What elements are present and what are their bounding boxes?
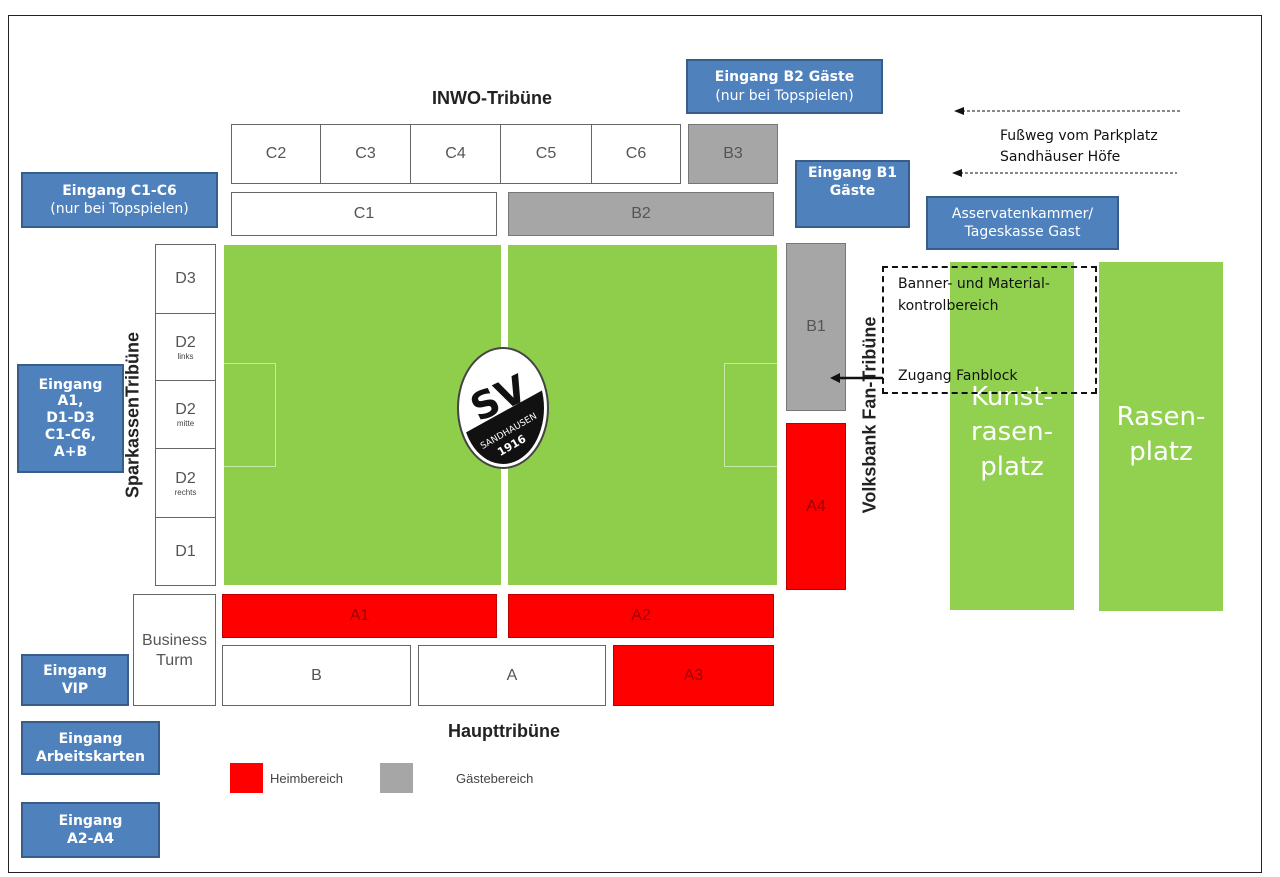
- block-a[interactable]: A: [418, 645, 606, 706]
- block-label: D2: [175, 401, 196, 418]
- field-label: platz: [980, 452, 1044, 483]
- entrance-label: Asservatenkammer/: [951, 205, 1094, 222]
- entrance-label: A2-A4: [67, 831, 114, 847]
- entrance-label: Eingang B2 Gäste: [714, 69, 855, 86]
- legend-swatch-away: [380, 763, 413, 793]
- entrance-label: Eingang: [58, 812, 123, 829]
- control-line: kontrolbereich: [898, 297, 999, 314]
- block-label: Turm: [156, 652, 193, 669]
- entrance-label: Eingang: [38, 376, 103, 393]
- block-c1[interactable]: C1: [231, 192, 497, 236]
- pitch-left-half: [224, 245, 501, 585]
- entrance-label: Eingang C1-C6: [62, 182, 177, 199]
- block-a3[interactable]: A3: [613, 645, 774, 706]
- entrance-label: A1,: [57, 393, 84, 410]
- entrance-label: Arbeitskarten: [36, 749, 145, 765]
- block-b3[interactable]: B3: [688, 124, 778, 184]
- block-a2[interactable]: A2: [508, 594, 774, 638]
- banner-control-area: [882, 266, 1097, 394]
- field-label: Kunst-: [971, 382, 1053, 412]
- block-label: D2: [175, 469, 196, 487]
- inwo-tribune-title: INWO-Tribüne: [432, 88, 552, 108]
- footpath-arrows: [952, 107, 1180, 177]
- field-label: platz: [1129, 437, 1193, 468]
- entrance-note: (nur bei Topspielen): [50, 201, 189, 217]
- entrance-label: D1-D3: [46, 410, 95, 427]
- block-sublabel: links: [177, 351, 194, 361]
- block-c6[interactable]: C6: [591, 124, 681, 184]
- block-a4[interactable]: A4: [786, 423, 846, 590]
- entrance-label: A+B: [53, 443, 88, 460]
- block-sublabel: rechts: [174, 487, 197, 497]
- block-b2[interactable]: B2: [508, 192, 774, 236]
- block-d3[interactable]: D3: [155, 244, 216, 314]
- block-b1[interactable]: B1: [786, 243, 846, 411]
- rasenplatz: Rasen-platz: [1099, 262, 1223, 611]
- arrow-left-icon: [830, 373, 883, 383]
- asservatenkammer-tageskasse[interactable]: Asservatenkammer/Tageskasse Gast: [926, 196, 1119, 250]
- entrance-label: Gäste: [829, 183, 876, 200]
- block-label: D2: [175, 333, 196, 351]
- control-line: Banner- und Material-: [898, 276, 1050, 292]
- block-sublabel: mitte: [176, 419, 195, 428]
- entrance-note: (nur bei Topspielen): [715, 87, 854, 104]
- map-frame: [8, 15, 1262, 873]
- entrance-b2-guests[interactable]: Eingang B2 Gäste(nur bei Topspielen): [686, 59, 883, 114]
- entrance-label: Eingang: [58, 730, 123, 747]
- block-b[interactable]: B: [222, 645, 411, 706]
- control-area-text: Banner- und Material-kontrolbereich: [898, 274, 1050, 317]
- legend-label-home: Heimbereich: [270, 771, 343, 786]
- block-c4[interactable]: C4: [410, 124, 501, 184]
- block-d1[interactable]: D1: [155, 517, 216, 586]
- sparkassen-tribune-title: SparkassenTribüne: [122, 331, 143, 499]
- volksbank-tribune-title: Volksbank Fan-Tribüne: [859, 316, 880, 514]
- entrance-label: Tageskasse Gast: [964, 224, 1081, 240]
- block-label: Business: [142, 632, 207, 649]
- entrance-label: Eingang: [43, 662, 107, 679]
- legend-label-away: Gästebereich: [456, 771, 534, 786]
- penalty-box-right: [724, 363, 777, 467]
- haupttribune-title: Haupttribüne: [448, 721, 560, 741]
- block-c3[interactable]: C3: [320, 124, 411, 184]
- entrance-label: VIP: [61, 681, 89, 697]
- penalty-box-left: [224, 363, 276, 467]
- block-c2[interactable]: C2: [231, 124, 321, 184]
- footpath-line: Fußweg vom Parkplatz: [1000, 128, 1158, 144]
- field-label: Rasen-: [1116, 402, 1206, 432]
- zugang-fanblock-label: Zugang Fanblock: [898, 368, 1018, 384]
- entrance-c1-c6[interactable]: Eingang C1-C6 (nur bei Topspielen): [21, 172, 218, 228]
- pitch-right-half: [508, 245, 777, 585]
- footpath-line: Sandhäuser Höfe: [1000, 149, 1121, 165]
- sv-sandhausen-logo: SV SANDHAUSEN 1916: [457, 347, 549, 469]
- entrance-label: Eingang B1: [807, 165, 898, 181]
- legend-swatch-home: [230, 763, 263, 793]
- field-label: rasen-: [970, 417, 1054, 448]
- block-c5[interactable]: C5: [500, 124, 592, 184]
- kunstrasenplatz: Kunst-rasen-platz: [950, 262, 1074, 610]
- block-a1[interactable]: A1: [222, 594, 497, 638]
- entrance-b1-guests[interactable]: Eingang B1 Gäste: [795, 160, 910, 228]
- entrance-label: C1-C6,: [44, 426, 97, 443]
